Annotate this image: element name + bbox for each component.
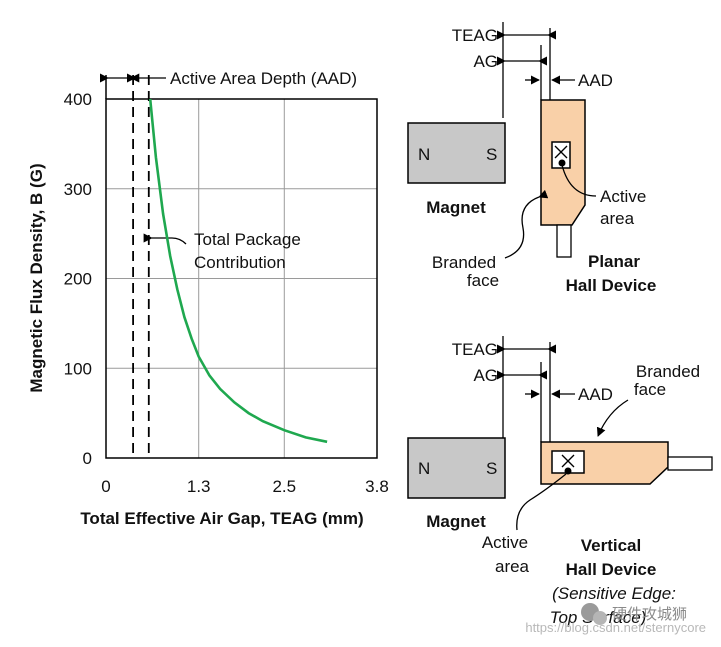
vertical-magnet-n: N xyxy=(418,459,430,478)
x-tick-label: 1.3 xyxy=(187,477,211,496)
y-tick-label: 200 xyxy=(64,270,92,289)
vertical-active-label2: area xyxy=(495,557,530,576)
y-tick-label: 0 xyxy=(83,449,92,468)
planar-aad-label: AAD xyxy=(578,71,613,90)
vertical-ag-label: AG xyxy=(473,366,498,385)
flux-chart: Active Area Depth (AAD) Total Package Co… xyxy=(27,69,389,528)
plot-frame xyxy=(105,98,378,459)
planar-branded-label2: face xyxy=(467,271,499,290)
vertical-active-dot xyxy=(564,467,572,475)
wechat-icon xyxy=(581,603,607,625)
vertical-teag-label: TEAG xyxy=(452,340,498,359)
vertical-branded-leader xyxy=(596,399,629,437)
x-tick-label: 2.5 xyxy=(272,477,296,496)
planar-x-mark-b xyxy=(554,145,568,159)
x-axis-label: Total Effective Air Gap, TEAG (mm) xyxy=(80,509,363,528)
y-tick-label: 100 xyxy=(64,359,92,378)
watermark: https://blog.csdn.net/sternycore 硬件攻城狮 xyxy=(525,603,706,635)
vertical-branded-label2: face xyxy=(634,380,666,399)
vertical-magnet xyxy=(407,437,506,499)
flux-curve xyxy=(148,98,328,444)
planar-device-lead xyxy=(556,224,572,258)
watermark-url: https://blog.csdn.net/sternycore xyxy=(525,620,706,635)
vertical-sensitive-note1: (Sensitive Edge: xyxy=(552,584,676,603)
vertical-magnet-s: S xyxy=(486,459,497,478)
planar-device-title2: Hall Device xyxy=(566,276,657,295)
planar-magnet xyxy=(407,122,506,184)
planar-magnet-n: N xyxy=(418,145,430,164)
vertical-active-label1: Active xyxy=(482,533,528,552)
planar-branded-label1: Branded xyxy=(432,253,496,272)
planar-active-area-box xyxy=(551,141,571,169)
vertical-x-mark-b xyxy=(561,454,575,468)
vertical-device-title1: Vertical xyxy=(581,536,642,555)
planar-branded-leader xyxy=(504,189,549,259)
planar-active-leader xyxy=(561,164,597,197)
planar-ag-label: AG xyxy=(473,52,498,71)
y-tick-labels: 0 100 200 300 400 xyxy=(64,90,92,468)
planar-active-dot xyxy=(558,159,566,167)
x-tick-label: 3.8 xyxy=(365,477,389,496)
vertical-aad-label: AAD xyxy=(578,385,613,404)
vertical-branded-label1: Branded xyxy=(636,362,700,381)
x-tick-labels: 0 1.3 2.5 3.8 xyxy=(101,477,389,496)
chart-grid xyxy=(106,99,377,458)
y-axis-label: Magnetic Flux Density, B (G) xyxy=(27,163,46,392)
vertical-active-leader xyxy=(516,473,567,531)
package-annotation-line1: Total Package xyxy=(194,230,301,249)
vertical-magnet-label: Magnet xyxy=(426,512,486,531)
vertical-hall-diagram: TEAG AG AAD Branded face N S Magnet Acti… xyxy=(407,336,713,627)
planar-hall-diagram: TEAG AG AAD N S Magnet Active area Brand… xyxy=(407,22,657,295)
planar-active-label1: Active xyxy=(600,187,646,206)
vertical-device-title2: Hall Device xyxy=(566,560,657,579)
package-leader-arrow xyxy=(143,233,187,245)
vertical-device-lead xyxy=(667,456,713,471)
planar-magnet-label: Magnet xyxy=(426,198,486,217)
package-annotation-line2: Contribution xyxy=(194,253,286,272)
x-tick-label: 0 xyxy=(101,477,110,496)
aad-annotation: Active Area Depth (AAD) xyxy=(170,69,357,88)
planar-magnet-s: S xyxy=(486,145,497,164)
y-tick-label: 400 xyxy=(64,90,92,109)
watermark-wechat: 硬件攻城狮 xyxy=(612,606,687,623)
planar-teag-label: TEAG xyxy=(452,26,498,45)
y-tick-label: 300 xyxy=(64,180,92,199)
planar-device-title1: Planar xyxy=(588,252,640,271)
planar-active-label2: area xyxy=(600,209,635,228)
